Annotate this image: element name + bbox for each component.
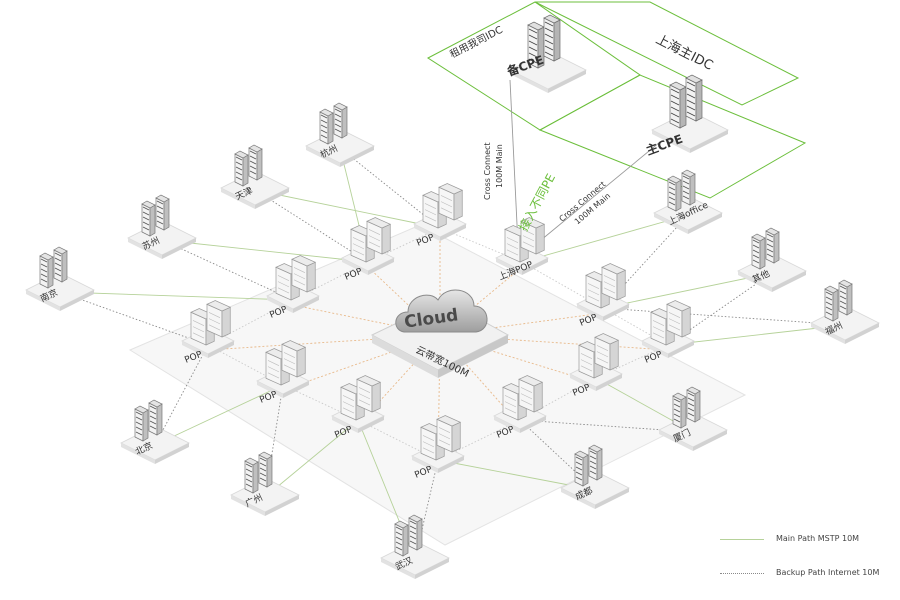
site-xiamen: 厦门 (658, 386, 728, 451)
legend-backup-label: Backup Path Internet 10M (776, 568, 880, 577)
pop-2: POP (341, 217, 395, 283)
platform-base (128, 224, 747, 546)
site-link-suzhou-5 (161, 239, 369, 263)
backup-cpe (509, 14, 587, 93)
site-fuzhou: 福州 (810, 279, 880, 344)
site-link-hangzhou-1 (339, 147, 441, 229)
site-link-beijing-8 (154, 344, 209, 446)
cross-connect-main-cpe (534, 141, 661, 246)
site-link-shanghai_office-22 (521, 214, 689, 263)
site-link-tianjin-3 (254, 189, 441, 229)
cloud-link-4 (207, 334, 441, 351)
site-link-beijing-9 (154, 384, 284, 446)
site-chengdu: 成都 (560, 444, 630, 509)
site-hangzhou: 杭州 (305, 102, 375, 167)
site-link-other-20 (602, 272, 773, 309)
site-link-nanjing-6 (59, 291, 209, 346)
pop-11: POP (576, 263, 630, 329)
pop-7: POP (411, 415, 465, 481)
legend-main-line (720, 539, 764, 540)
pop-10: POP (641, 300, 695, 366)
idc-rental-label: 租用我司IDC (447, 23, 504, 61)
legend-backup-path: Backup Path Internet 10M (720, 566, 895, 580)
site-link-guangzhou-11 (264, 419, 359, 498)
pop-3: POP (266, 255, 320, 321)
site-link-suzhou-4 (161, 239, 294, 301)
site-link-nanjing-7 (59, 291, 294, 301)
idc-main-box (534, 1, 807, 199)
cross-connect-backup-cpe (509, 79, 519, 246)
pop-9: POP (569, 333, 623, 399)
cross-connect-left: Cross Connect 100M Main (483, 142, 504, 200)
pop-5: POP (256, 340, 310, 406)
pop-4: POP (181, 300, 235, 366)
site-tianjin: 天津 (220, 144, 290, 209)
main-cpe (651, 74, 729, 153)
site-link-chengdu-14 (519, 419, 596, 491)
legend-backup-line (720, 573, 764, 574)
site-guangzhou: 广州 (230, 451, 300, 516)
cross-connect-left-line2: 100M Main (495, 144, 504, 188)
site-nanjing: 南京 (25, 246, 95, 311)
cloud-link-11 (439, 312, 604, 336)
cross-connect-left-line1: Cross Connect (483, 142, 492, 200)
cloud-node: Cloud 云带宽100M (370, 289, 510, 380)
site-shanghai-office: 上海office (653, 169, 723, 234)
cross-connect-right: Cross Connect 100M Main (558, 180, 613, 227)
site-wuhan: 武汉 (380, 514, 450, 579)
legend: Main Path MSTP 10M Backup Path Internet … (720, 532, 895, 582)
site-other: 其他 (737, 227, 807, 292)
idc-main-label: 上海主IDC (653, 32, 715, 73)
pop-ring-link-4 (519, 377, 597, 421)
pop-ring-link-5 (437, 419, 521, 461)
site-link-fuzhou-19 (602, 307, 846, 326)
site-suzhou: 苏州 (127, 194, 197, 259)
legend-main-path: Main Path MSTP 10M (720, 532, 895, 546)
pop-ring-link-3 (595, 344, 669, 379)
nodes-layer: 上海POPPOPPOPPOPPOPPOPPOPPOPPOPPOPPOPPOP杭州… (25, 14, 880, 579)
legend-main-label: Main Path MSTP 10M (776, 534, 860, 543)
pop-ring-link-11 (367, 227, 441, 263)
site-beijing: 北京 (120, 399, 190, 464)
pop-1: POP (413, 183, 467, 249)
site-link-tianjin-2 (254, 189, 369, 263)
